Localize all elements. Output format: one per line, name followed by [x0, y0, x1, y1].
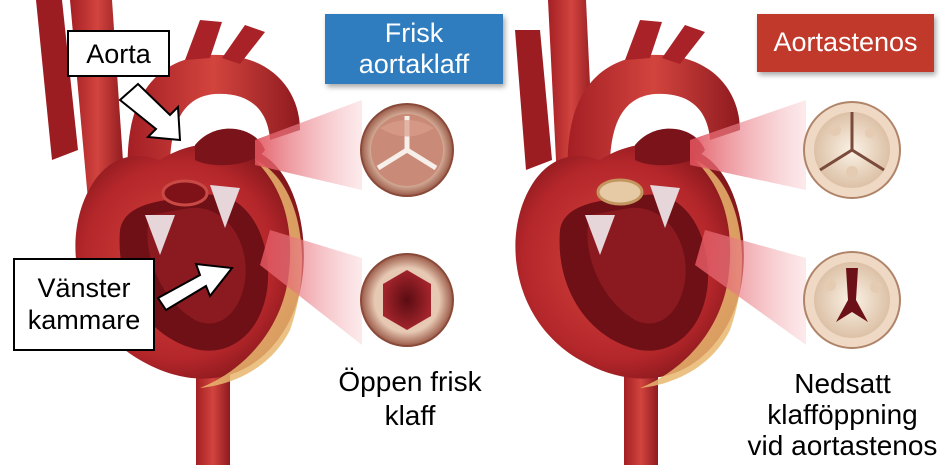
title-line: aortaklaff	[325, 49, 503, 80]
closed-healthy-valve	[361, 104, 453, 196]
caption-line: klaff	[310, 399, 510, 433]
caption-line: Nedsatt	[740, 368, 945, 399]
healthy-valve-title: Frisk aortaklaff	[325, 14, 503, 84]
label-line: Vänster	[15, 272, 153, 304]
open-healthy-valve	[361, 254, 453, 346]
closed-stenotic-valve	[804, 102, 900, 198]
open-healthy-caption: Öppen frisk klaff	[310, 365, 510, 433]
label-line: kammare	[15, 304, 153, 336]
title-line: Frisk	[325, 18, 503, 49]
caption-line: klafföppning	[740, 399, 945, 430]
reduced-opening-caption: Nedsatt klafföppning vid aortastenos	[740, 368, 945, 461]
caption-line: Öppen frisk	[310, 365, 510, 399]
left-ventricle-label: Vänster kammare	[13, 258, 155, 351]
stenosis-title: Aortastenos	[757, 14, 934, 72]
aorta-label: Aorta	[67, 30, 170, 77]
caption-line: vid aortastenos	[740, 430, 945, 461]
reduced-opening-valve	[804, 252, 900, 348]
